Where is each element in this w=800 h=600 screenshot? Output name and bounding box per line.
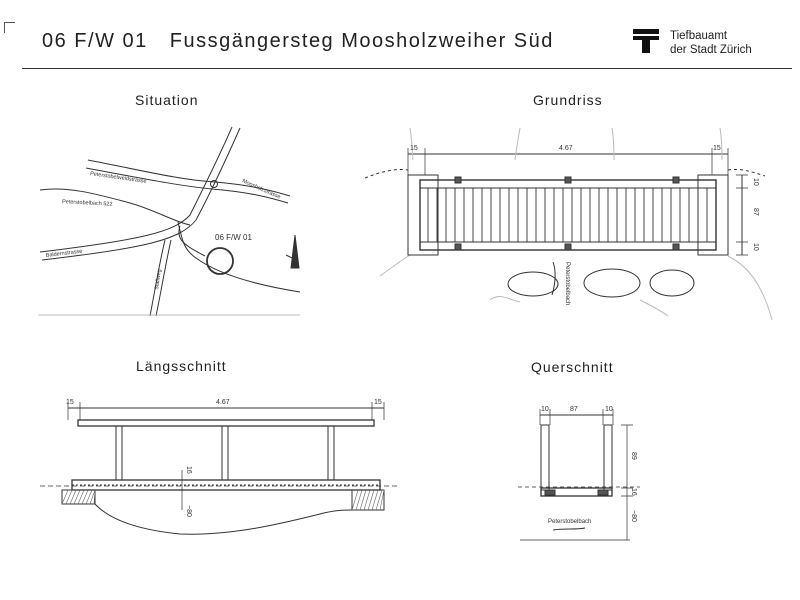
grundriss-dim-right: 15 (713, 145, 721, 152)
querschnitt-dim-mid: 87 (570, 406, 578, 413)
label-peterstobelbach: Peterstobelbach 522 (62, 199, 113, 208)
grundriss-dim-side-mid: 87 (752, 208, 759, 216)
page-title: 06 F/W 01 Fussgängersteg Moosholzweiher S… (42, 30, 554, 53)
laengsschnitt-dim-span: 4.67 (216, 399, 230, 406)
grundriss-planks (427, 188, 708, 242)
label-moosholzstrasse: Moosholzstrasse (241, 178, 281, 200)
label-peterstobelweidstrasse: Peterstobelweidstrasse (90, 171, 147, 185)
situation-title: Situation (135, 92, 199, 108)
querschnitt-stream-label: Peterstobelbach (548, 519, 591, 525)
grundriss-dim-span: 4.67 (559, 145, 573, 152)
abutment-hatch-line (69, 489, 77, 505)
abutment-hatch-line (81, 489, 89, 505)
abutment-hatch-line (367, 489, 375, 511)
abutment-hatch-line (61, 489, 69, 505)
label-baldernstrasse: Baldernstrasse (46, 249, 83, 259)
abutment-hatch-line (379, 489, 385, 511)
laengsschnitt-dim-left: 15 (66, 399, 74, 406)
label-marker-code: 06 F/W 01 (215, 233, 252, 242)
querschnitt-title: Querschnitt (531, 359, 614, 375)
org-line-2: der Stadt Zürich (670, 44, 752, 56)
laengsschnitt-dim-depth: ~80 (185, 505, 192, 517)
grundriss-plan (364, 127, 773, 321)
abutment-hatch-line (351, 489, 359, 511)
laengsschnitt-section (40, 402, 400, 535)
laengsschnitt-labels: 15 4.67 15 16 ~80 (66, 399, 382, 517)
grundriss-title: Grundriss (533, 92, 603, 108)
abutment-hatch-line (73, 489, 81, 505)
grundriss-dim-side-bottom: 10 (752, 243, 759, 251)
label-stallweg: Stallweg (154, 269, 163, 290)
querschnitt-section (518, 409, 640, 541)
grundriss-dim-side-top: 10 (752, 178, 759, 186)
organization: Tiefbauamt der Stadt Zürich (670, 29, 752, 57)
querschnitt-dim-right: 10 (605, 406, 613, 413)
abutment-hatch-line (355, 489, 363, 511)
situation-map (38, 126, 301, 317)
abutment-hatch-line (359, 489, 367, 511)
laengsschnitt-dim-right: 15 (374, 399, 382, 406)
abutment-hatch-line (371, 489, 379, 511)
laengsschnitt-dim-deck: 16 (185, 466, 192, 474)
abutment-hatch-line (77, 489, 85, 505)
object-name: Fussgängersteg Moosholzweiher Süd (169, 30, 554, 52)
querschnitt-labels: 10 87 10 89 16 ~80 Peterstobelbach (541, 406, 637, 525)
querschnitt-dim-depth: ~80 (630, 510, 637, 522)
abutment-hatch-line (65, 489, 73, 505)
laengsschnitt-title: Längsschnitt (136, 358, 227, 374)
grundriss-labels: 15 4.67 15 10 87 10 Peterstobelbach (410, 145, 759, 305)
abutment-hatch-line (89, 489, 96, 505)
header-rule (22, 68, 792, 69)
querschnitt-dim-left: 10 (541, 406, 549, 413)
abutment-hatch-line (93, 489, 96, 505)
object-code: 06 F/W 01 (42, 30, 148, 52)
querschnitt-dim-height: 89 (630, 452, 637, 460)
grundriss-stream-label: Peterstobelbach (564, 262, 570, 305)
abutment-hatch-line (375, 489, 383, 511)
abutment-hatch-line (85, 489, 93, 505)
org-line-1: Tiefbauamt (670, 30, 728, 42)
zurich-logo-icon (633, 29, 659, 53)
abutment-hatch-line (363, 489, 371, 511)
sheet-corner-mark (4, 22, 15, 33)
grundriss-dim-left: 15 (410, 145, 418, 152)
querschnitt-dim-deck: 16 (630, 488, 637, 496)
laengsschnitt-hatch (61, 489, 385, 511)
